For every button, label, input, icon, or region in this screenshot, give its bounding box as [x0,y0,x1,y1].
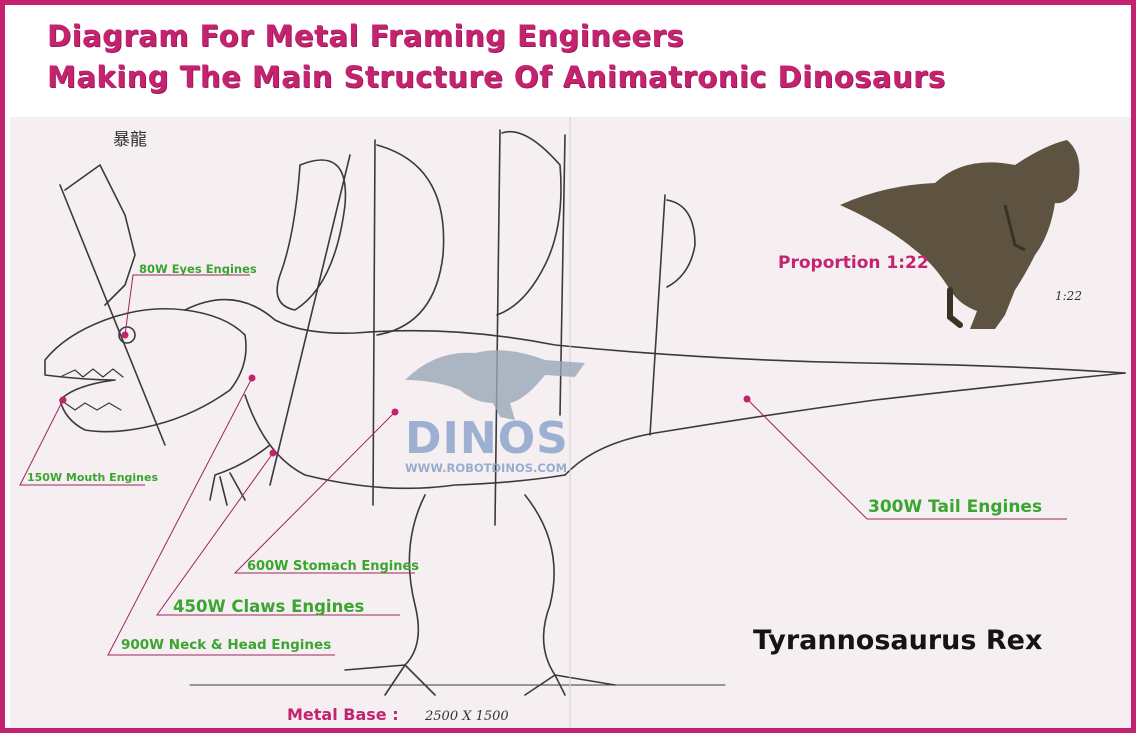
leader-neck-head [107,377,335,656]
trex-sketch [19,116,1126,728]
trex-belly [244,394,566,490]
leader-claws [156,452,400,616]
label-tail-engines: 300W Tail Engines [868,497,1043,517]
frame-section-line [649,194,666,436]
trex-photo-illustration [840,140,1080,329]
marker-neck-head [248,374,256,382]
hip-section-outline [496,131,562,316]
watermark-url: WWW.ROBOTDINOS.COM [405,461,568,475]
proportion-label: Proportion 1:22 [778,253,929,273]
frame-section-line [494,129,501,526]
marker-stomach [391,408,399,416]
body-section-outline [376,144,445,336]
frame-section-line [372,139,376,506]
watermark-dino-icon [405,350,585,420]
trex-leg-back [344,494,436,696]
label-mouth-engines: 150W Mouth Engines [27,471,159,484]
trex-back [184,298,1126,374]
marker-tail [743,395,751,403]
trex-tail [564,372,1126,476]
label-stomach-engines: 600W Stomach Engines [247,559,420,574]
trex-arm [209,444,271,506]
handwritten-scale: 1:22 [1055,289,1082,303]
watermark-logo-text: DINOS [405,413,569,464]
title-line-1: Diagram For Metal Framing Engineers [47,19,685,53]
marker-eyes [121,331,129,339]
frame-section-line [269,154,351,486]
frame-section-line [59,184,166,446]
leader-stomach [233,411,415,574]
neck-section-outline [276,159,347,311]
label-neck-head-engines: 900W Neck & Head Engines [121,637,332,653]
marker-claws [269,449,277,457]
label-eyes-engines: 80W Eyes Engines [139,262,257,276]
tail-section-outline [666,199,696,288]
marker-mouth [59,396,67,404]
leader-tail [746,398,1067,520]
leader-mouth [19,399,145,486]
head-reference-sketch [64,164,136,306]
metal-base-label: Metal Base : [287,705,399,724]
species-name: Tyrannosaurus Rex [753,625,1043,656]
label-claws-engines: 450W Claws Engines [173,597,365,616]
leader-eyes [124,274,250,336]
trex-head [44,307,247,433]
metal-base-dimensions: 2500 X 1500 [425,709,509,724]
title-line-2: Making The Main Structure Of Animatronic… [47,60,946,94]
handwritten-chinese-characters: 暴龍 [113,130,147,150]
